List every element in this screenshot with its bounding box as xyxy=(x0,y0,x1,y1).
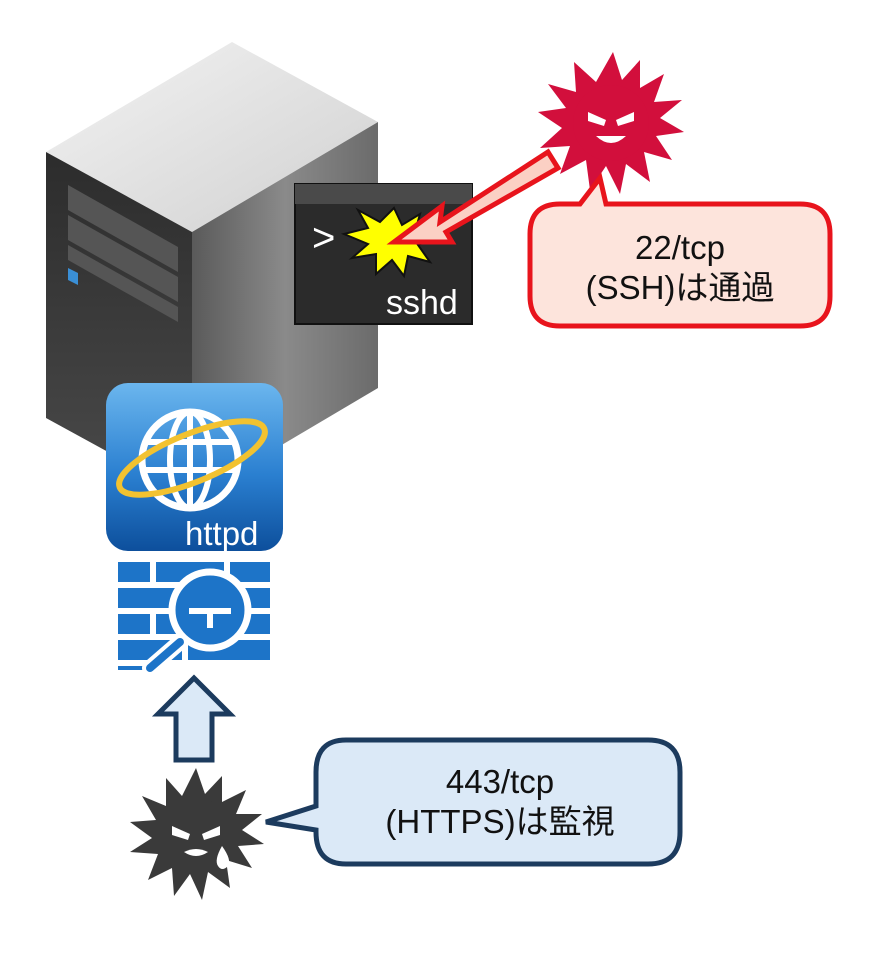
magnifier-icon xyxy=(142,568,252,676)
sweat-drop-icon xyxy=(216,846,230,869)
https-callout-line2: (HTTPS)は監視 xyxy=(385,803,615,840)
virus-gray-icon xyxy=(130,768,264,900)
ssh-callout-line1: 22/tcp xyxy=(635,229,725,266)
globe-icon xyxy=(116,408,268,512)
https-callout-bubble xyxy=(265,737,683,867)
ssh-callout-bubble xyxy=(527,172,833,329)
terminal-prompt: > xyxy=(312,216,336,260)
sshd-label: sshd xyxy=(386,284,458,322)
https-callout-text: 443/tcp (HTTPS)は監視 xyxy=(330,762,670,842)
waf-firewall-icon xyxy=(118,562,270,676)
web-app-tile xyxy=(106,383,283,551)
https-callout-line1: 443/tcp xyxy=(445,763,555,800)
ssh-callout-text: 22/tcp (SSH)は通過 xyxy=(540,228,820,308)
ssh-callout-line2: (SSH)は通過 xyxy=(585,269,775,306)
virus-red-icon xyxy=(538,52,684,194)
up-arrow-icon xyxy=(151,674,237,763)
attack-arrow xyxy=(386,148,562,245)
httpd-label: httpd xyxy=(185,515,259,552)
